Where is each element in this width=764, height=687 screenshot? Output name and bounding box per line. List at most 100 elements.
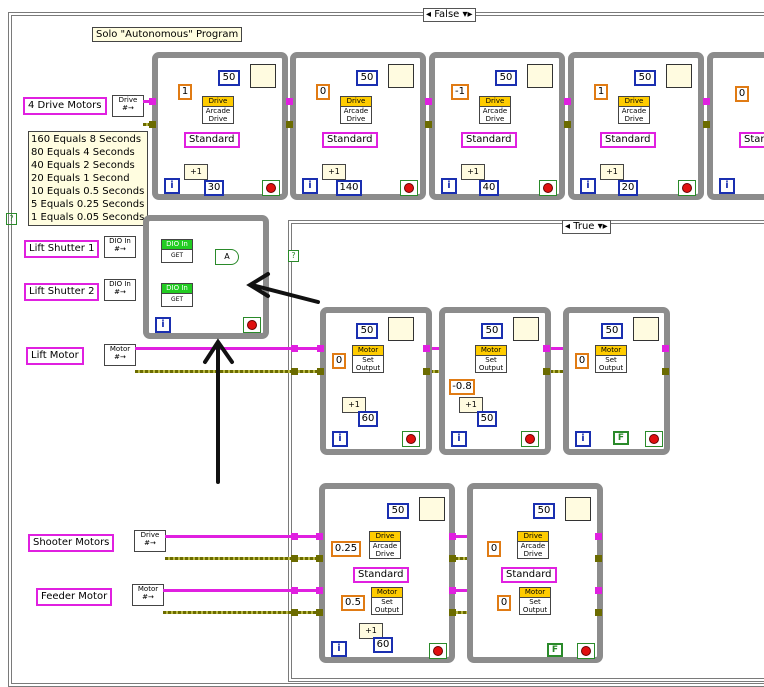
pink-tunnel [317,345,324,352]
iteration-count-constant[interactable]: 30 [204,180,224,196]
drive-frame-1: 50 1 Drive Arcade Drive Standard +1 30 i [152,52,288,200]
dio-ref-2[interactable]: DIO In #→ [104,279,136,301]
drive-power-constant[interactable]: 1 [594,84,608,100]
wait-ms-constant[interactable]: 50 [387,503,409,519]
dio-get-vi[interactable]: DIO In GET [161,239,193,263]
pink-tunnel [316,533,323,540]
vi-header: Drive [341,97,371,107]
outer-case-selector[interactable]: ◂ False ▾▸ [423,8,476,22]
motor-ref-feeder[interactable]: Motor #→ [132,584,164,606]
standard-ring[interactable]: Star [739,132,764,148]
iteration-count-constant[interactable]: 40 [479,180,499,196]
decrement-arrow-icon[interactable]: ◂ [565,221,571,232]
drive-motors-label[interactable]: 4 Drive Motors [23,97,107,115]
stop-terminal-icon[interactable] [678,180,696,196]
stop-terminal-icon[interactable] [521,431,539,447]
standard-ring[interactable]: Standard [353,567,409,583]
iteration-count-constant[interactable]: 50 [477,411,497,427]
motor-output-constant[interactable]: 0 [575,353,589,369]
ref-icon: #→ [114,353,126,361]
arcade-drive-vi[interactable]: Drive Arcade Drive [202,96,234,124]
lift-motor-label[interactable]: Lift Motor [26,347,84,365]
drive-value-constant[interactable]: 0.25 [331,541,361,557]
olive-tunnel [543,368,550,375]
iteration-count-constant[interactable]: 60 [358,411,378,427]
arcade-drive-vi[interactable]: Drive Arcade Drive [340,96,372,124]
set-output-vi[interactable]: Motor Set Output [519,587,551,615]
standard-ring[interactable]: Standard [600,132,656,148]
standard-ring[interactable]: Standard [184,132,240,148]
feeder-value-constant[interactable]: 0.5 [341,595,365,611]
olive-tunnel [291,555,298,562]
case-selector-terminal[interactable]: ? [6,213,17,225]
drive-power-constant[interactable]: 0 [316,84,330,100]
shooter-frame-2: 50 0 Drive Arcade Drive Standard 0 Motor… [467,483,603,663]
stop-terminal-icon[interactable] [577,643,595,659]
inner-case-terminal[interactable]: ? [288,250,299,262]
stop-terminal-icon[interactable] [400,180,418,196]
wait-ms-constant[interactable]: 50 [634,70,656,86]
stop-terminal-icon[interactable] [262,180,280,196]
false-constant[interactable]: F [547,643,563,657]
standard-ring[interactable]: Standard [461,132,517,148]
motor-ref-lift[interactable]: Motor #→ [104,344,136,366]
shooter-motors-label[interactable]: Shooter Motors [28,534,115,552]
feeder-motor-label[interactable]: Feeder Motor [36,588,113,606]
pink-tunnel [291,533,298,540]
drive-frame-2: 50 0 Drive Arcade Drive Standard +1 140 … [290,52,426,200]
wait-ms-constant[interactable]: 50 [481,323,503,339]
dio-ref-1[interactable]: DIO In #→ [104,236,136,258]
lift-shutter-1-label[interactable]: Lift Shutter 1 [24,240,100,258]
drive-frame-3: 50 -1 Drive Arcade Drive Standard +1 40 … [429,52,565,200]
wait-ms-constant[interactable]: 50 [601,323,623,339]
set-output-vi[interactable]: Motor Set Output [475,345,507,373]
drive-power-constant[interactable]: 0 [735,86,749,102]
iteration-terminal: i [580,178,596,194]
stop-terminal-icon[interactable] [539,180,557,196]
dropdown-arrow-icon[interactable]: ▾▸ [462,9,473,20]
drive-ref-control[interactable]: Drive #→ [112,95,144,117]
vi-header: Drive [203,97,233,107]
pink-tunnel [425,98,432,105]
drive-power-constant[interactable]: 1 [178,84,192,100]
decrement-arrow-icon[interactable]: ◂ [426,9,432,20]
wait-ms-constant[interactable]: 50 [533,503,555,519]
feeder-value-constant[interactable]: 0 [497,595,511,611]
arcade-drive-vi[interactable]: Drive Arcade Drive [369,531,401,559]
dio-get-vi[interactable]: DIO In GET [161,283,193,307]
arcade-drive-vi[interactable]: Drive Arcade Drive [618,96,650,124]
set-output-vi[interactable]: Motor Set Output [371,587,403,615]
comment-line: 40 Equals 2 Seconds [31,160,135,171]
wait-ms-constant[interactable]: 50 [356,323,378,339]
drive-power-constant[interactable]: -1 [451,84,469,100]
vi-caption: Set Output [478,356,504,372]
stop-terminal-icon[interactable] [402,431,420,447]
dropdown-arrow-icon[interactable]: ▾▸ [597,221,608,232]
motor-output-constant[interactable]: -0.8 [449,379,475,395]
inner-case-selector[interactable]: ◂ True ▾▸ [562,220,611,234]
olive-tunnel [564,121,571,128]
stop-terminal-icon[interactable] [243,317,261,333]
stop-terminal-icon[interactable] [429,643,447,659]
arcade-drive-vi[interactable]: Drive Arcade Drive [517,531,549,559]
timing-comment: 160 Equals 8 Seconds 80 Equals 4 Seconds… [28,131,148,226]
iteration-count-constant[interactable]: 20 [618,180,638,196]
standard-ring[interactable]: Standard [322,132,378,148]
set-output-vi[interactable]: Motor Set Output [352,345,384,373]
wait-ms-constant[interactable]: 50 [356,70,378,86]
drive-ref-shooter[interactable]: Drive #→ [134,530,166,552]
wait-ms-constant[interactable]: 50 [218,70,240,86]
lift-shutter-2-label[interactable]: Lift Shutter 2 [24,283,100,301]
iteration-count-constant[interactable]: 140 [336,180,362,196]
arcade-drive-vi[interactable]: Drive Arcade Drive [479,96,511,124]
stop-terminal-icon[interactable] [645,431,663,447]
pink-tunnel [595,533,602,540]
false-constant[interactable]: F [613,431,629,445]
motor-output-constant[interactable]: 0 [332,353,346,369]
wait-timer-icon [513,317,539,341]
wait-ms-constant[interactable]: 50 [495,70,517,86]
set-output-vi[interactable]: Motor Set Output [595,345,627,373]
standard-ring[interactable]: Standard [501,567,557,583]
iteration-count-constant[interactable]: 60 [373,637,393,653]
drive-value-constant[interactable]: 0 [487,541,501,557]
